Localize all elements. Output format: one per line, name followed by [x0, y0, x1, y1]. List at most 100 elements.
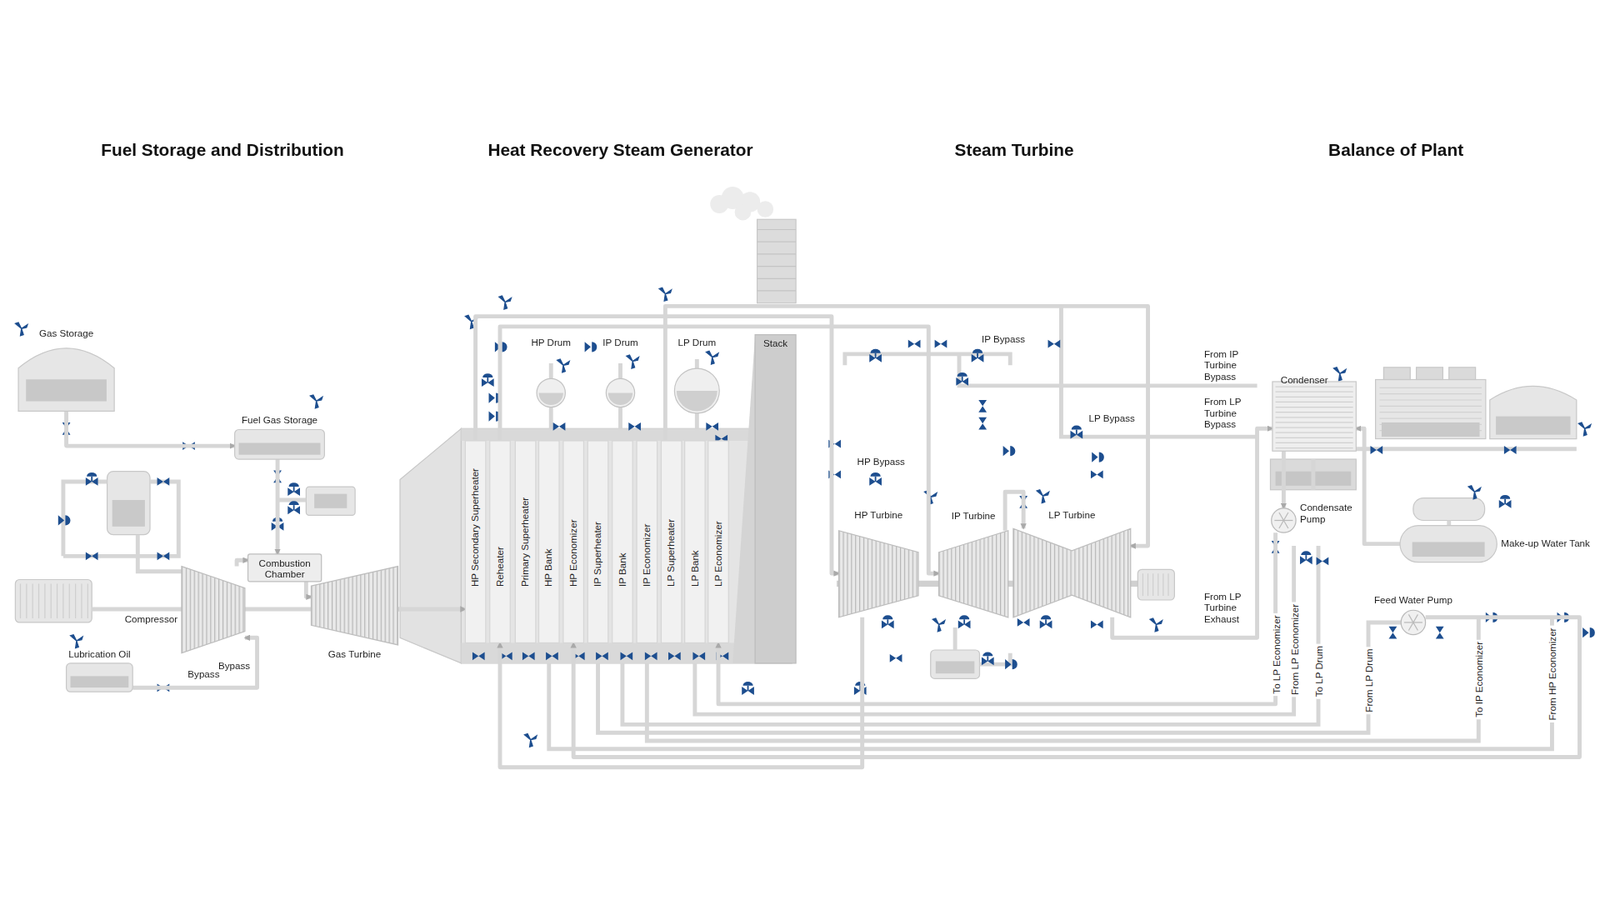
pipe	[1446, 520, 1451, 525]
valve-symbol	[557, 359, 570, 373]
valve-part	[870, 472, 880, 477]
pipe-label: To IP Economizer	[1473, 639, 1485, 720]
valve-part	[972, 349, 983, 354]
cooling-basin	[1381, 422, 1480, 437]
chimney-band	[757, 290, 797, 291]
equipment-node: Condenser	[1272, 381, 1356, 451]
cooling-fill	[1380, 405, 1482, 407]
tube-bank	[465, 440, 485, 643]
label-anchor: To LP Drum	[1318, 644, 1330, 700]
condenser-tube	[1275, 391, 1354, 393]
equipment-label: LP Superheater	[660, 440, 681, 643]
valve-part	[1389, 626, 1398, 640]
valve-symbol	[1300, 550, 1313, 565]
equipment-label: HP Bank	[539, 440, 560, 643]
equipment-label: HP Secondary Superheater	[465, 440, 485, 643]
equipment-node: LP Turbine	[1013, 528, 1131, 618]
stack-transition	[732, 335, 755, 664]
hrsg-section: Reheater	[490, 440, 510, 643]
motor-fin	[25, 583, 27, 619]
equipment-label: LP Economizer	[708, 440, 729, 643]
pump-vane	[1279, 520, 1285, 529]
line-label: LP Bypass	[1089, 412, 1135, 424]
storage-tank	[18, 348, 115, 412]
valve-part	[499, 295, 512, 310]
valve-part	[705, 422, 719, 431]
equipment-label: HP Drum	[398, 336, 705, 348]
pump-vane	[1413, 614, 1419, 623]
valve-symbol	[881, 615, 895, 629]
equipment-label: Gas Turbine	[201, 648, 508, 660]
valve-part	[890, 654, 903, 663]
cooling-tower	[1375, 380, 1486, 440]
valve-symbol	[628, 422, 641, 431]
line-label: From LP Turbine Bypass	[1204, 395, 1250, 430]
valve-symbol	[958, 615, 971, 629]
valve-part	[85, 551, 99, 560]
equipment-node: Gas Storage	[18, 345, 115, 412]
pipe	[245, 607, 312, 612]
valve-symbol	[1070, 425, 1083, 440]
label-anchor: From LP Economizer	[1294, 601, 1305, 697]
motor-fin	[32, 583, 34, 619]
valve-symbol	[1389, 626, 1398, 640]
node-shape	[490, 440, 510, 643]
cooling-fill	[1380, 393, 1482, 395]
valve-part	[595, 651, 609, 660]
fuel-filter	[107, 471, 150, 535]
valve-part	[1075, 430, 1078, 435]
pipe	[549, 363, 554, 379]
tube-bank	[636, 440, 657, 643]
valve-part	[157, 551, 170, 560]
hrsg-section: LP Superheater	[660, 440, 681, 643]
generator-fin	[1152, 573, 1154, 596]
equipment-node: Fuel Gas Storage	[235, 430, 325, 460]
condenser-tube	[1275, 437, 1354, 439]
equipment-label: Combustion Chamber	[248, 556, 322, 580]
pipe-connector	[1281, 450, 1286, 509]
valve-part	[978, 417, 987, 430]
valve-part	[963, 619, 965, 625]
node-shape	[939, 530, 1009, 618]
condenser-tube	[1275, 401, 1354, 403]
chimney-band	[757, 253, 797, 255]
equipment-node: Compressor	[181, 566, 245, 654]
valve-part	[557, 359, 570, 373]
equipment-node: Combustion Chamber	[248, 554, 322, 582]
valve-part	[1578, 422, 1591, 436]
hrsg-section: IP Economizer	[636, 440, 657, 643]
node-shape	[839, 530, 920, 618]
tube-bank	[685, 440, 705, 643]
valve-part	[747, 685, 750, 691]
valve-part	[1048, 340, 1061, 349]
equipment-label: Feed Water Pump	[1260, 594, 1566, 605]
valve-part	[1150, 618, 1163, 632]
label-anchor: To IP Economizer	[1478, 639, 1490, 720]
valve-part	[705, 350, 719, 365]
pump-vane	[1279, 512, 1285, 521]
valve-part	[86, 472, 97, 477]
pipe-label: To LP Economizer	[1270, 613, 1281, 696]
node-shape	[1271, 508, 1296, 533]
equipment-label: Condenser	[1280, 374, 1329, 385]
drum	[536, 378, 565, 407]
line-label: IP Bypass	[981, 333, 1025, 345]
pump-vane	[1413, 622, 1419, 631]
label-anchor: From IP Turbine Bypass	[1204, 348, 1250, 382]
node-shape	[539, 440, 560, 643]
equipment-label: Gas Storage	[0, 327, 220, 339]
valve-symbol	[978, 400, 987, 413]
valve-symbol	[1333, 367, 1346, 381]
condenser-tube	[1275, 411, 1354, 413]
equipment-label: Lubrication Oil	[0, 648, 253, 660]
valve-part	[482, 373, 493, 378]
pipe	[618, 363, 623, 379]
valve-part	[486, 377, 489, 383]
valve-part	[1003, 445, 1016, 456]
valve-part	[1045, 619, 1047, 625]
node-shape	[1013, 528, 1131, 618]
pipe-connector	[66, 410, 235, 446]
valve-part	[1333, 367, 1346, 381]
